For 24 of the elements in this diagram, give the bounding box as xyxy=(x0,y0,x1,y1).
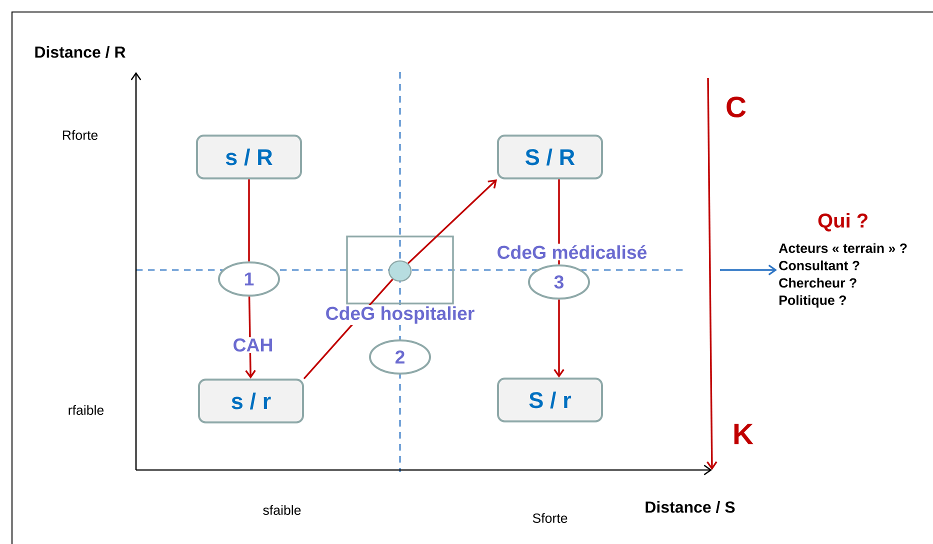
quadrant-box: s / R xyxy=(196,134,302,180)
number-oval: 3 xyxy=(528,264,590,300)
small-circle xyxy=(388,260,412,282)
question-list: Qui ? Acteurs « terrain » ? Consultant ? Chercheur ? Politique ? xyxy=(778,213,907,308)
quadrant-box: s / r xyxy=(198,378,304,424)
edge-label: CAH xyxy=(231,337,275,353)
axis-label: Distance / S xyxy=(646,501,735,513)
arrow xyxy=(408,179,497,264)
empty-box xyxy=(346,236,454,304)
arrow xyxy=(720,264,777,276)
axis-label: Sforte xyxy=(532,513,568,523)
axis-label: rfaible xyxy=(68,405,104,415)
arrow xyxy=(554,300,564,378)
axis-label: K xyxy=(734,424,754,444)
number-oval: 1 xyxy=(218,261,280,297)
group-label: CdeG médicalisé xyxy=(495,244,649,260)
number-oval: 2 xyxy=(369,339,431,375)
quadrant-box: S / r xyxy=(497,378,603,422)
axis-label: Distance / R xyxy=(35,46,126,58)
axis-label: Rforte xyxy=(62,130,98,140)
quadrant-box: S / R xyxy=(497,134,603,180)
axis-label: C xyxy=(726,96,746,118)
axis-label: sfaible xyxy=(263,505,301,515)
group-label: CdeG hospitalier xyxy=(324,304,476,326)
